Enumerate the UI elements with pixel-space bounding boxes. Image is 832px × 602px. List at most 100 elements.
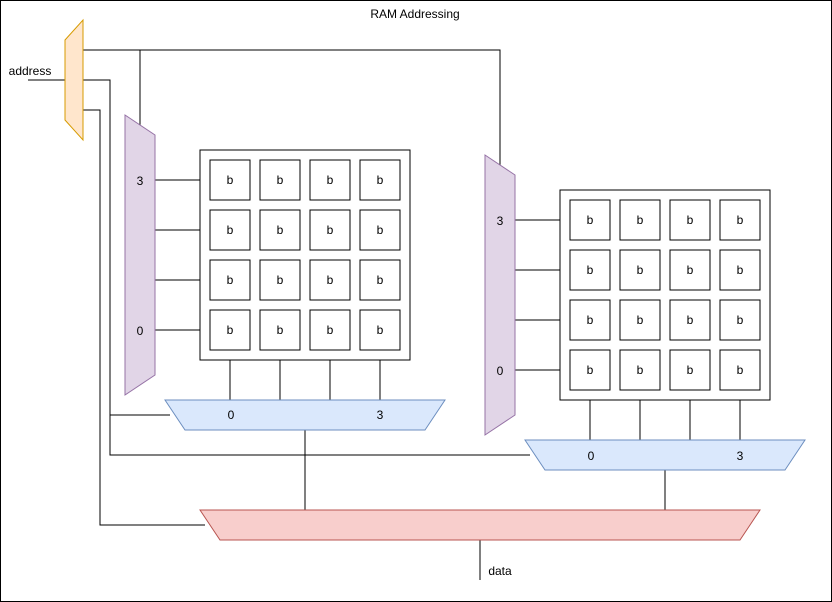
memory-cell-box (669, 199, 711, 241)
bank-a-cell-r0-c1: b (259, 159, 301, 201)
bank-a-column-mux-left-label: 0 (228, 408, 235, 422)
memory-cell-box (359, 209, 401, 251)
bank-b-cell-r1-c0: b (569, 249, 611, 291)
memory-cell-label: b (637, 213, 644, 227)
memory-cell-label: b (277, 173, 284, 187)
memory-cell-label: b (637, 363, 644, 377)
memory-cell-label: b (227, 223, 234, 237)
bank-b-cell-r1-c2: b (669, 249, 711, 291)
memory-cell-box (619, 299, 661, 341)
memory-cell-label: b (227, 273, 234, 287)
memory-cell-label: b (327, 173, 334, 187)
memory-cell-box (259, 309, 301, 351)
memory-cell-box (309, 309, 351, 351)
bank-a-row-decoder-bottom-label: 0 (137, 324, 144, 338)
bank-a-cell-r3-c2: b (309, 309, 351, 351)
bank-b-cell-r2-c3: b (719, 299, 761, 341)
bank-a-cell-r0-c0: b (209, 159, 251, 201)
bank-b-column-mux-right-label: 3 (737, 449, 744, 463)
memory-cell-box (569, 199, 611, 241)
memory-cell-label: b (637, 313, 644, 327)
bank-b-cell-r1-c1: b (619, 249, 661, 291)
memory-cell-box (359, 309, 401, 351)
bank-a-cell-r3-c3: b (359, 309, 401, 351)
memory-cell-box (669, 349, 711, 391)
bank-a-row-decoder-top-label: 3 (137, 174, 144, 188)
memory-cell-box (309, 209, 351, 251)
memory-cell-box (209, 209, 251, 251)
bank-a-cell-r0-c2: b (309, 159, 351, 201)
bank-b-cell-r3-c1: b (619, 349, 661, 391)
bank-b-column-mux-left-label: 0 (588, 449, 595, 463)
bank-a-cell-r1-c0: b (209, 209, 251, 251)
memory-cell-box (209, 309, 251, 351)
address-splitter (64, 18, 84, 142)
memory-cell-box (719, 299, 761, 341)
memory-cell-label: b (227, 173, 234, 187)
memory-cell-box (619, 249, 661, 291)
bank-a-cell-r1-c2: b (309, 209, 351, 251)
memory-cell-label: b (737, 313, 744, 327)
memory-cell-box (359, 259, 401, 301)
output-mux (199, 509, 761, 541)
address-label: address (9, 64, 52, 78)
bank-b-column-mux (524, 439, 806, 471)
memory-cell-label: b (587, 213, 594, 227)
memory-cell-label: b (377, 273, 384, 287)
bank-a-cell-r1-c3: b (359, 209, 401, 251)
bank-a-column-mux (164, 399, 446, 431)
bank-b-cell-r2-c2: b (669, 299, 711, 341)
memory-cell-label: b (227, 323, 234, 337)
memory-cell-label: b (377, 173, 384, 187)
memory-cell-label: b (587, 363, 594, 377)
bank-b-cell-r3-c2: b (669, 349, 711, 391)
memory-cell-box (209, 159, 251, 201)
memory-cell-label: b (587, 263, 594, 277)
memory-cell-box (259, 209, 301, 251)
memory-cell-label: b (687, 213, 694, 227)
bank-a-cell-r0-c3: b (359, 159, 401, 201)
memory-cell-box (569, 249, 611, 291)
bank-a-column-mux-right-label: 3 (377, 408, 384, 422)
memory-cell-box (619, 349, 661, 391)
memory-cell-box (569, 349, 611, 391)
bank-b-cell-r2-c0: b (569, 299, 611, 341)
memory-cell-box (669, 299, 711, 341)
data-label: data (488, 564, 512, 578)
bank-b-cell-r3-c3: b (719, 349, 761, 391)
memory-cell-label: b (687, 363, 694, 377)
bank-b-column-address-wire (109, 415, 530, 456)
diagram-title: RAM Addressing (370, 7, 459, 21)
bank-b-cell-r0-c1: b (619, 199, 661, 241)
bank-a-cell-r2-c2: b (309, 259, 351, 301)
memory-cell-label: b (737, 213, 744, 227)
memory-cell-label: b (277, 323, 284, 337)
bank-a-cell-r2-c0: b (209, 259, 251, 301)
memory-cell-box (719, 199, 761, 241)
memory-cell-label: b (377, 323, 384, 337)
memory-cell-label: b (637, 263, 644, 277)
memory-cell-label: b (687, 313, 694, 327)
bank-b-cell-r0-c3: b (719, 199, 761, 241)
bank-a-column-address-wire (83, 79, 170, 416)
memory-cell-box (619, 199, 661, 241)
memory-cell-label: b (327, 273, 334, 287)
bank-b-cell-r0-c0: b (569, 199, 611, 241)
memory-cell-label: b (377, 223, 384, 237)
bank-select-wire (83, 109, 205, 526)
bank-a-row-decoder (124, 114, 156, 396)
memory-cell-box (569, 299, 611, 341)
memory-cell-label: b (277, 273, 284, 287)
bank-b-cells: b b b b b b b b b b b b b b b b (569, 199, 761, 391)
memory-cell-box (309, 159, 351, 201)
memory-cell-label: b (687, 263, 694, 277)
memory-cell-box (719, 249, 761, 291)
bank-b-cell-r0-c2: b (669, 199, 711, 241)
memory-cell-label: b (737, 263, 744, 277)
bank-a-cell-r1-c1: b (259, 209, 301, 251)
memory-cell-label: b (587, 313, 594, 327)
bank-b-cell-r1-c3: b (719, 249, 761, 291)
